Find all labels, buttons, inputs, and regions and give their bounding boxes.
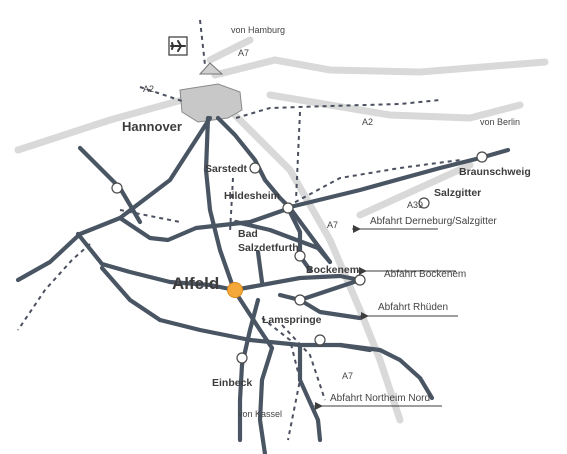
label-salzdetfurth: Salzdetfurth <box>238 242 299 254</box>
label-salzgitter: Salzgitter <box>434 187 481 199</box>
rail-network <box>15 115 511 454</box>
hannover-city-area <box>179 83 243 123</box>
airplane-icon <box>168 36 188 56</box>
label-alfeld: Alfeld <box>172 274 219 293</box>
exit-arrows <box>314 225 458 410</box>
label-a2-east: A2 <box>362 117 373 127</box>
motorway-a7-northwest <box>211 56 549 79</box>
label-einbeck: Einbeck <box>212 377 252 389</box>
label-bad: Bad <box>238 228 258 240</box>
label-hildesheim: Hildesheim <box>224 190 280 202</box>
station-hildesheim <box>282 202 294 214</box>
label-braunschweig: Braunschweig <box>459 166 531 178</box>
label-a7-north: A7 <box>238 48 249 58</box>
station-sarstedt <box>249 162 261 174</box>
stations <box>111 151 488 364</box>
airport-area <box>198 62 224 75</box>
label-von-hamburg: von Hamburg <box>231 25 285 35</box>
motorway-a39 <box>356 161 474 219</box>
station-south-rail <box>314 334 326 346</box>
label-hannover: Hannover <box>122 119 182 134</box>
label-exit-rhueden: Abfahrt Rhüden <box>378 302 448 313</box>
label-sarstedt: Sarstedt <box>205 163 248 175</box>
station-alfeld <box>227 282 243 298</box>
label-a39: A39 <box>407 200 423 210</box>
label-lamspringe: Lamspringe <box>262 314 322 326</box>
station-einbeck <box>236 352 248 364</box>
label-von-berlin: von Berlin <box>480 117 520 127</box>
label-a2-west: A2 <box>143 84 154 94</box>
label-von-kassel: von Kassel <box>238 409 282 419</box>
station-exit-bockenem <box>354 274 366 286</box>
motorway-a2 <box>14 91 204 154</box>
station-braunschweig <box>476 151 488 163</box>
label-a7-mid: A7 <box>327 220 338 230</box>
label-a7-south: A7 <box>342 371 353 381</box>
label-exit-derneburg: Abfahrt Derneburg/Salzgitter <box>370 216 497 227</box>
motorways <box>14 36 549 424</box>
label-bockenem: Bockenem <box>306 264 359 276</box>
label-exit-northeim: Abfahrt Northeim Nord <box>330 393 430 404</box>
station-bockenem <box>294 250 306 262</box>
dashed-routes <box>17 19 461 441</box>
station-salzgitter <box>418 197 430 209</box>
labels: von Hamburg A7 A2 A2 von Berlin Hannover… <box>122 25 531 419</box>
motorway-a7-north <box>206 36 254 64</box>
motorway-a2-east <box>266 91 524 122</box>
label-exit-bockenem: Abfahrt Bockenem <box>384 269 466 280</box>
station-west <box>111 182 123 194</box>
station-lamspringe <box>294 294 306 306</box>
